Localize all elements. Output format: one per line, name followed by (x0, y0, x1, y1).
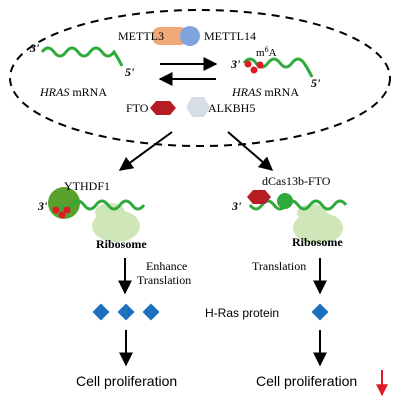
left-mrna-strand (58, 199, 146, 211)
hras-protein-icon (311, 303, 329, 321)
mettl3-label: METTL3 (118, 29, 164, 43)
ythdf1-label: YTHDF1 (64, 179, 110, 193)
m6a-dot (244, 60, 252, 68)
mrna-left-gene: HRAS (39, 85, 69, 99)
mettl14-label: METTL14 (204, 29, 256, 43)
left-3-end: 3' (37, 199, 48, 213)
nucleus-dashed-boundary (9, 9, 391, 147)
ribosome-left-label: Ribosome (96, 237, 147, 251)
mrna-right-label: HRAS mRNA (231, 85, 299, 99)
m6a-dot (250, 66, 258, 74)
translation-left-label: Translation (137, 273, 191, 287)
dcas13b-icon (277, 193, 293, 209)
hras-mrna-right-strand (242, 57, 314, 78)
mrna-right-5-end: 5' (311, 76, 321, 90)
mrna-left-suffix: mRNA (69, 85, 107, 99)
mrna-left-5-end: 5' (125, 65, 135, 79)
mrna-left-label: HRAS mRNA (39, 85, 107, 99)
hras-protein-icon (142, 303, 160, 321)
alkbh5-icon (186, 97, 210, 117)
enhance-label: Enhance (146, 259, 187, 273)
dcas13b-fto-icon (247, 190, 271, 204)
right-outcome-label: Cell proliferation (256, 373, 357, 389)
hras-protein-icon (92, 303, 110, 321)
fto-label: FTO (126, 101, 149, 115)
hras-protein-icon (117, 303, 135, 321)
m6a-dot (58, 211, 66, 219)
mrna-right-3-end: 3' (230, 57, 241, 71)
m6a-dot (63, 206, 71, 214)
left-branch-arrow (118, 131, 173, 171)
m6a-label: m6A (256, 45, 277, 59)
fto-icon (150, 101, 176, 115)
right-3-end: 3' (231, 199, 242, 213)
hras-mrna-left-strand (40, 46, 124, 67)
mrna-left-3-end: 3' (29, 41, 40, 55)
mrna-right-gene: HRAS (231, 85, 261, 99)
mettl14-icon (180, 26, 200, 46)
mettl3-icon (152, 27, 188, 45)
right-branch-arrow (227, 131, 274, 171)
ribosome-right-label: Ribosome (292, 235, 343, 249)
dcas13b-fto-label: dCas13b-FTO (262, 174, 331, 188)
translation-right-label: Translation (252, 259, 306, 273)
m6a-dot (52, 206, 60, 214)
mrna-right-suffix: mRNA (261, 85, 299, 99)
m6a-dot (256, 61, 264, 69)
alkbh5-label: ALKBH5 (208, 101, 255, 115)
center-protein-label: H-Ras protein (205, 306, 279, 320)
left-outcome-label: Cell proliferation (76, 373, 177, 389)
